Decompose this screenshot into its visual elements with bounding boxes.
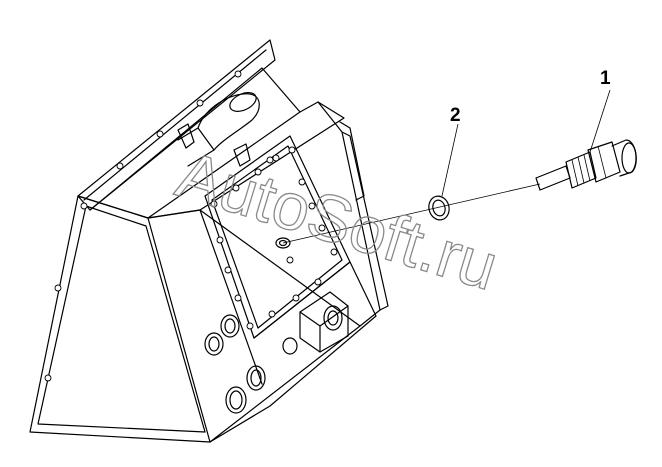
watermark-text: AutoSoft.ru bbox=[169, 137, 506, 304]
sensor bbox=[535, 139, 637, 191]
leader-line-2 bbox=[441, 123, 459, 197]
leader-line-1 bbox=[589, 89, 611, 153]
seal-ring bbox=[428, 195, 450, 221]
callout-number-2: 2 bbox=[450, 105, 461, 126]
callout-number-1: 1 bbox=[600, 68, 611, 89]
assembly-axis-line bbox=[282, 183, 541, 244]
tank-housing bbox=[29, 39, 389, 443]
